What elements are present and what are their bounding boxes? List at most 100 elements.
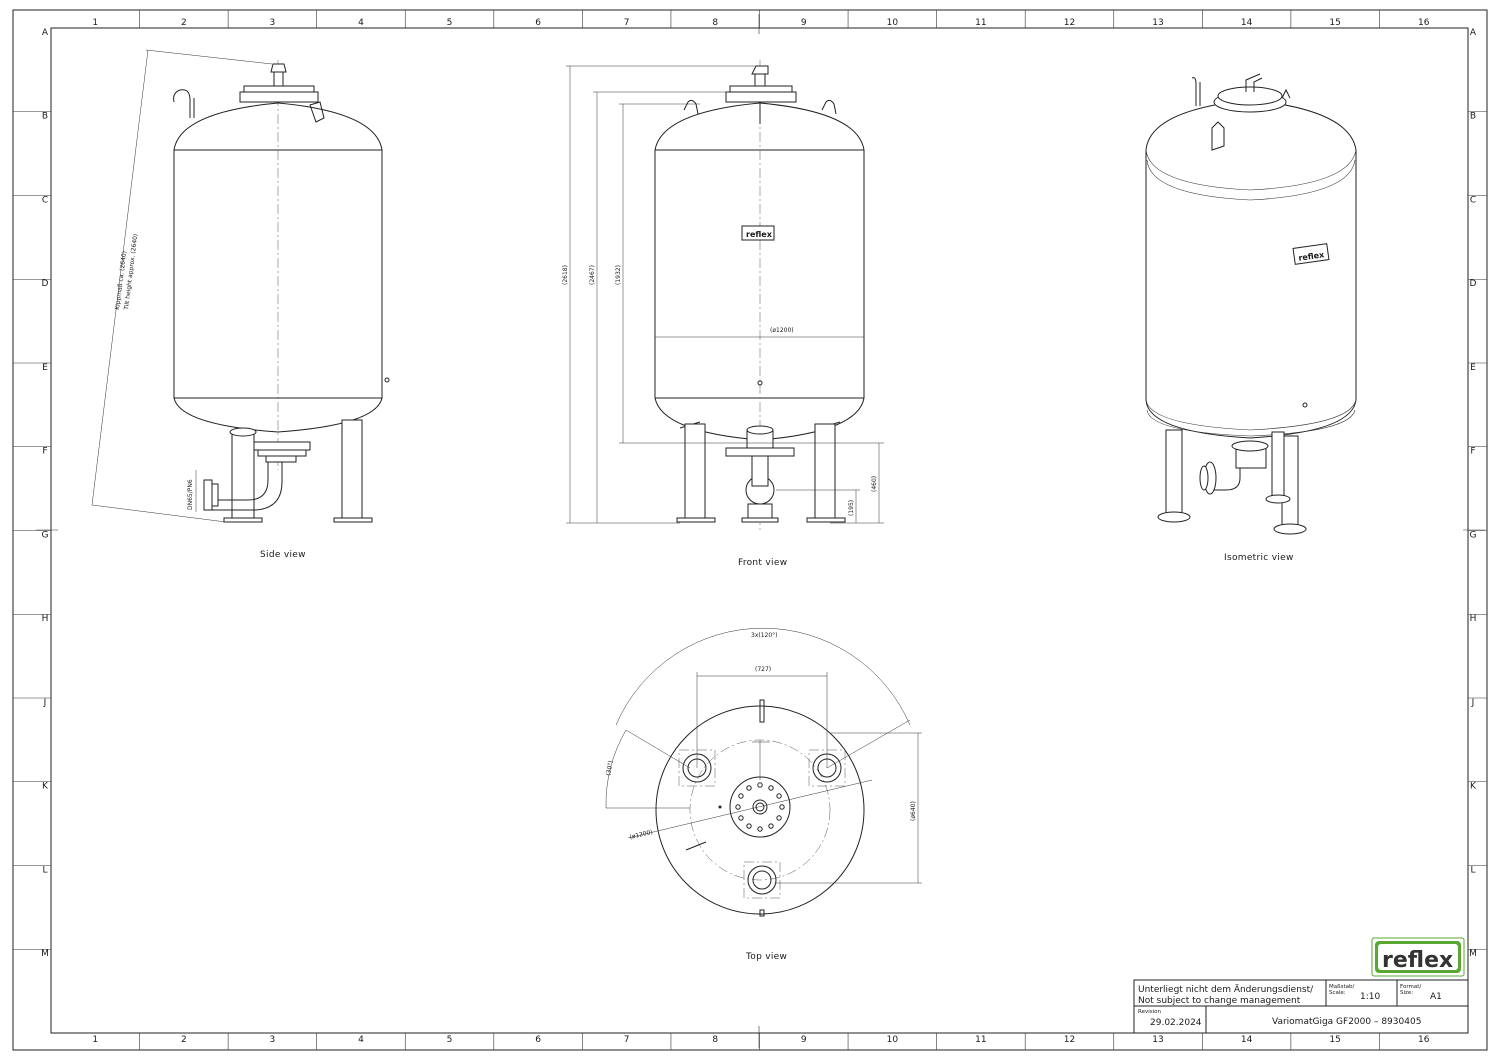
top-dim-angle: 3x(120°) <box>751 632 778 639</box>
outer-border <box>12 9 1488 1051</box>
front-logo: reflex <box>746 230 773 239</box>
bolt-hole <box>746 823 752 829</box>
column-label: 10 <box>887 1035 899 1045</box>
revision-date: 29.02.2024 <box>1150 1018 1202 1028</box>
front-dim-overall: (2618) <box>562 265 569 285</box>
format-value: A1 <box>1430 992 1442 1002</box>
column-label: 12 <box>1064 18 1075 28</box>
column-label: 9 <box>801 18 807 28</box>
bolt-hole <box>746 785 752 791</box>
row-label: F <box>1470 447 1475 457</box>
front-dim-cylinder: (1932) <box>615 265 622 285</box>
title-block: Unterliegt nicht dem Änderungsdienst/ No… <box>1133 979 1469 1034</box>
front-logo-plate <box>741 225 775 241</box>
column-label: 6 <box>535 18 541 28</box>
column-label: 2 <box>181 18 187 28</box>
row-label: J <box>43 698 47 708</box>
row-label: K <box>42 782 49 792</box>
center-marks <box>36 14 1485 1048</box>
row-label: G <box>1470 530 1477 540</box>
column-label: 6 <box>535 1035 541 1045</box>
scale-label-en: Scale: <box>1329 990 1346 996</box>
iso-logo: reflex <box>1298 250 1326 263</box>
front-dim-shoulder: (2467) <box>589 265 596 285</box>
bolt-hole <box>757 782 763 788</box>
row-label: F <box>42 447 47 457</box>
row-label: L <box>1470 865 1475 875</box>
column-label: 3 <box>270 18 276 28</box>
column-label: 15 <box>1329 1035 1340 1045</box>
bolt-hole <box>768 785 774 791</box>
column-label: 4 <box>358 18 364 28</box>
drawing-title: VariomatGiga GF2000 – 8930405 <box>1272 1017 1421 1027</box>
column-label: 15 <box>1329 18 1340 28</box>
column-label: 12 <box>1064 1035 1075 1045</box>
column-label: 8 <box>712 18 718 28</box>
column-label: 7 <box>624 18 630 28</box>
row-label: E <box>42 363 48 373</box>
column-label: 10 <box>887 18 899 28</box>
notice-en: Not subject to change management <box>1138 996 1301 1006</box>
column-label: 1 <box>92 1035 98 1045</box>
bolt-hole <box>738 815 744 821</box>
column-label: 11 <box>975 18 986 28</box>
front-dim-outlet: (195) <box>848 500 855 516</box>
column-label: 14 <box>1241 1035 1253 1045</box>
flange-spec: DN65/PN6 <box>187 479 194 510</box>
column-label: 8 <box>712 1035 718 1045</box>
row-label: H <box>42 614 49 624</box>
top-dim-angle-small: (30°) <box>605 760 615 776</box>
bolt-hole <box>776 793 782 799</box>
row-label: D <box>42 279 49 289</box>
column-label: 2 <box>181 1035 187 1045</box>
top-dim-diameter: (ø1200) <box>629 829 654 841</box>
bolt-hole <box>776 815 782 821</box>
column-label: 13 <box>1152 1035 1163 1045</box>
bolt-hole <box>757 826 763 832</box>
top-view-label: Top view <box>745 952 787 962</box>
row-label: B <box>1470 112 1476 122</box>
bolt-hole <box>768 823 774 829</box>
format-label-en: Size: <box>1400 990 1413 996</box>
scale-label-de: Maßstab/ <box>1329 984 1354 990</box>
front-view-label: Front view <box>738 558 787 568</box>
logo-text: reflex <box>1382 948 1453 973</box>
column-label: 16 <box>1418 18 1430 28</box>
column-label: 14 <box>1241 18 1253 28</box>
row-label: A <box>1470 28 1477 38</box>
top-dim-spacing: (727) <box>755 666 771 673</box>
row-label: M <box>41 949 49 959</box>
row-label: J <box>1471 698 1475 708</box>
grid-labels: 1122334455667788991010111112121313141415… <box>41 18 1477 1045</box>
isometric-view-label: Isometric view <box>1224 553 1294 563</box>
row-label: L <box>42 865 47 875</box>
front-diameter: (ø1200) <box>770 327 794 334</box>
notice-de: Unterliegt nicht dem Änderungsdienst/ <box>1138 984 1314 995</box>
grid-ticks <box>13 10 1487 1050</box>
side-view-label: Side view <box>260 550 306 560</box>
bolt-hole <box>738 793 744 799</box>
column-label: 13 <box>1152 18 1163 28</box>
column-label: 1 <box>92 18 98 28</box>
column-label: 11 <box>975 1035 986 1045</box>
column-label: 3 <box>270 1035 276 1045</box>
row-label: K <box>1470 782 1477 792</box>
iso-logo-plate <box>1292 243 1330 265</box>
front-dim-bottom: (460) <box>871 476 878 492</box>
column-label: 4 <box>358 1035 364 1045</box>
inner-frame <box>50 27 1469 1034</box>
row-label: A <box>42 28 49 38</box>
row-label: G <box>42 530 49 540</box>
row-label: M <box>1469 949 1477 959</box>
column-label: 5 <box>447 18 453 28</box>
front-view: reflex (ø1200) (2618) (2467) (1932) (460… <box>562 60 884 568</box>
isometric-view: reflex Isometric view <box>1145 73 1357 563</box>
row-label: C <box>1470 195 1476 205</box>
column-label: 7 <box>624 1035 630 1045</box>
row-label: C <box>42 195 48 205</box>
row-label: H <box>1470 614 1477 624</box>
row-label: E <box>1470 363 1476 373</box>
row-label: D <box>1470 279 1477 289</box>
column-label: 9 <box>801 1035 807 1045</box>
